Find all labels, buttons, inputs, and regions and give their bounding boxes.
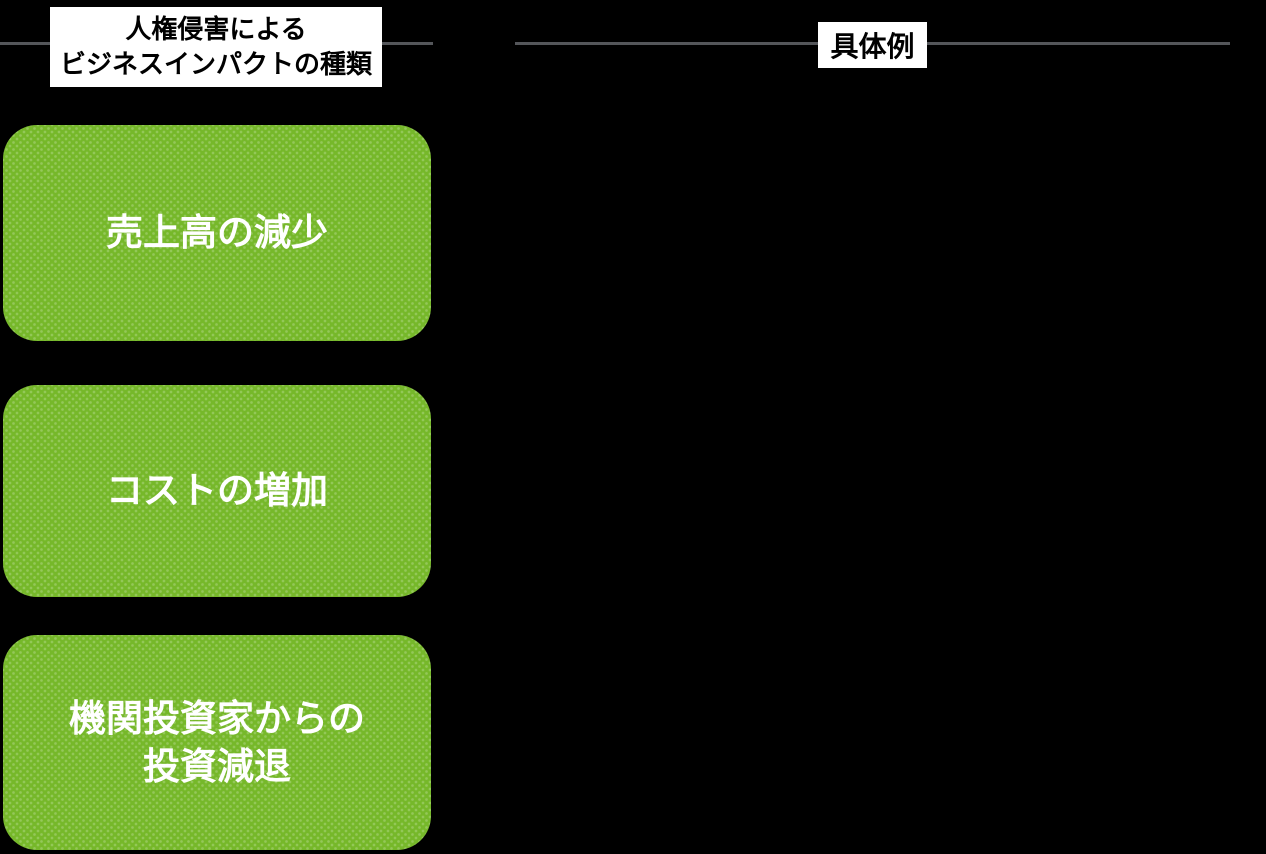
- impact-box-cost-increase-label: コストの増加: [106, 470, 328, 511]
- right-column-title: 具体例: [830, 31, 915, 62]
- impact-box-investor-withdrawal-label: 機関投資家からの 投資減退: [69, 697, 365, 787]
- impact-box-sales-decrease: 売上高の減少: [3, 125, 431, 341]
- impact-box-cost-increase: コストの増加: [3, 385, 431, 597]
- left-column-header: 人権侵害による ビジネスインパクトの種類: [50, 7, 382, 87]
- impact-box-investor-withdrawal: 機関投資家からの 投資減退: [3, 635, 431, 850]
- impact-box-sales-decrease-label: 売上高の減少: [106, 212, 328, 253]
- right-column-header: 具体例: [818, 22, 927, 68]
- left-column-title: 人権侵害による ビジネスインパクトの種類: [59, 14, 372, 79]
